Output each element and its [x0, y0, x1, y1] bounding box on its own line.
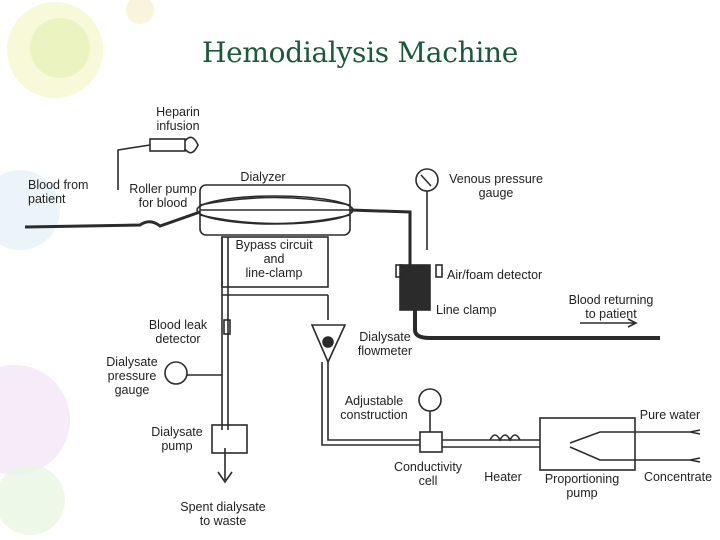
label-heater: Heater [484, 470, 522, 484]
blood-inlet-line [24, 210, 201, 229]
label-adjustable-construction: Adjustable construction [340, 394, 408, 422]
dialysate-pressure-gauge-dial [164, 361, 188, 385]
air-foam-detector-body [399, 264, 431, 311]
dialysate-pump-box [211, 424, 248, 454]
venous-pressure-gauge-dial [415, 168, 439, 192]
label-blood-leak-detector: Blood leak detector [148, 318, 208, 346]
label-dialysate-pressure-gauge: Dialysate pressure gauge [106, 355, 158, 397]
heparin-syringe [149, 138, 186, 152]
label-line-clamp: Line clamp [436, 303, 497, 317]
dialysate-flowmeter [310, 324, 347, 364]
adjustable-gauge-dial [418, 388, 442, 412]
conductivity-cell-box [419, 431, 443, 453]
proportioning-pump-box [539, 417, 636, 471]
label-spent-dialysate: Spent dialysate to waste [180, 500, 266, 528]
label-dialysate-flowmeter: Dialysate flowmeter [357, 330, 413, 358]
label-blood-returning: Blood returning to patient [568, 293, 654, 321]
label-proportioning-pump: Proportioning pump [544, 472, 620, 500]
blood-leak-detector [223, 319, 231, 335]
label-pure-water: Pure water [639, 408, 701, 422]
heater-coil [489, 434, 521, 442]
label-dialysate-pump: Dialysate pump [151, 425, 203, 453]
label-venous-pressure-gauge: Venous pressure gauge [449, 172, 543, 200]
label-dialyzer: Dialyzer [240, 170, 286, 184]
label-roller-pump: Roller pump for blood [129, 182, 197, 210]
label-bypass-circuit: Bypass circuit and line-clamp [235, 238, 313, 280]
label-conductivity-cell: Conductivity cell [393, 460, 463, 488]
slide-title: Hemodialysis Machine [202, 36, 518, 69]
heparin-line [117, 144, 151, 190]
label-blood-from-patient: Blood from patient [28, 178, 89, 206]
label-air-foam-detector: Air/foam detector [447, 268, 543, 282]
label-heparin-infusion: Heparin infusion [156, 105, 200, 133]
blood-outlet-line [349, 208, 412, 265]
label-concentrate: Concentrate [643, 470, 713, 484]
